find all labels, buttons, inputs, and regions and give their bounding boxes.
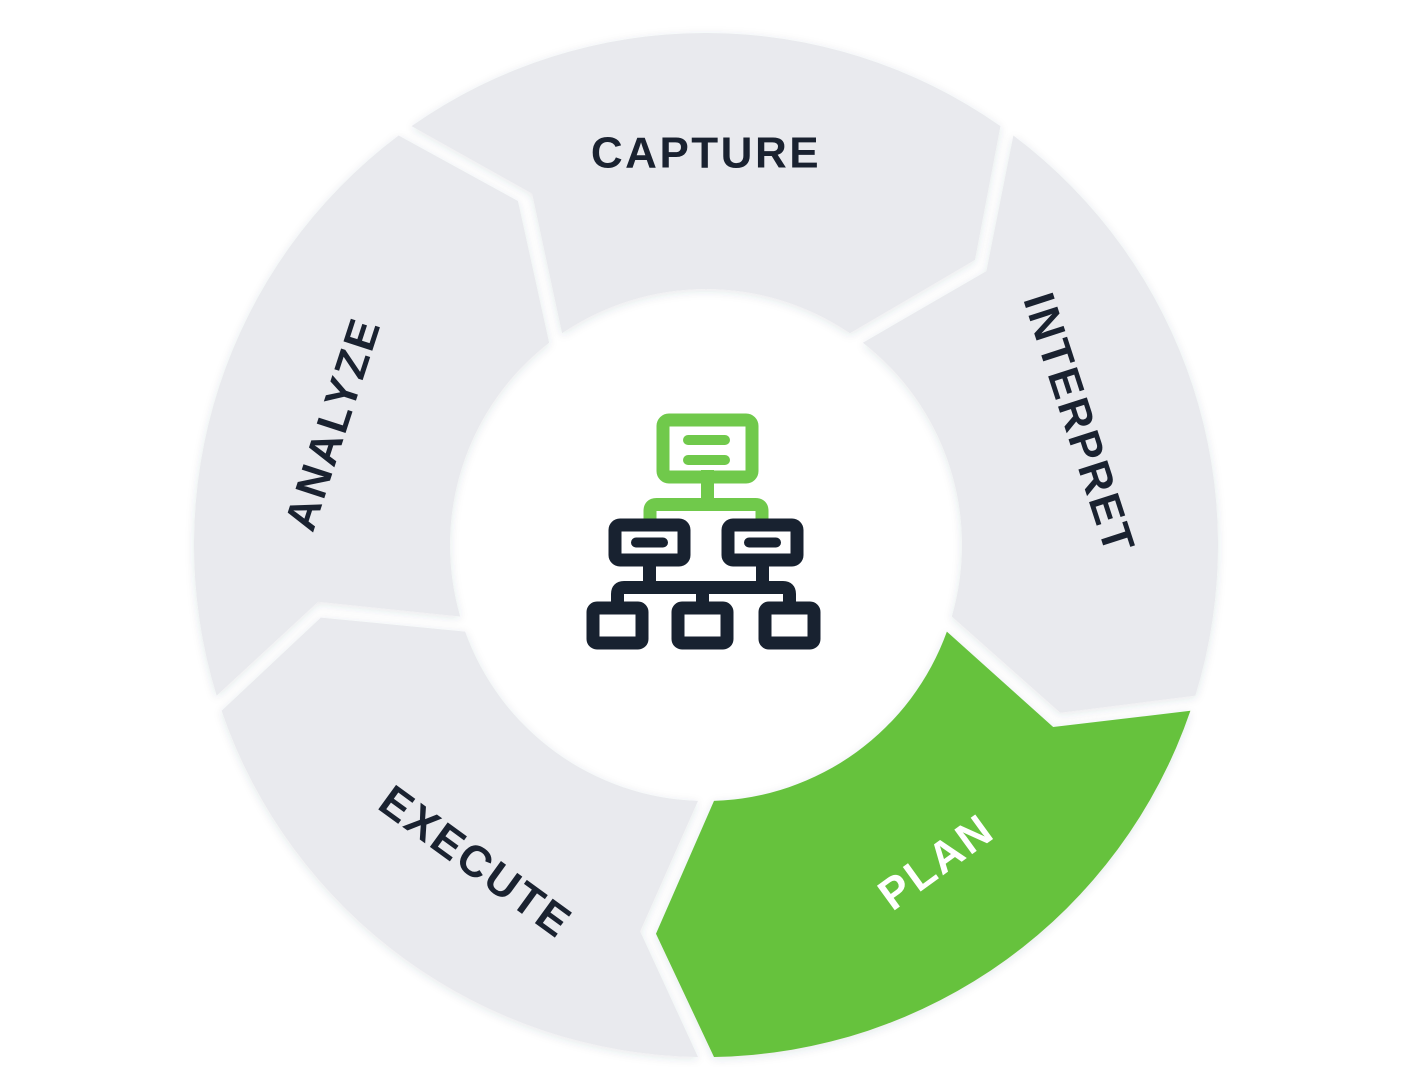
sitemap-icon — [586, 413, 821, 650]
segment-execute — [221, 617, 698, 1057]
segment-analyze — [194, 135, 550, 696]
segment-interpret — [862, 135, 1218, 713]
segment-plan-highlighted — [655, 631, 1191, 1057]
sitemap-root-node — [656, 413, 759, 484]
segment-capture — [411, 32, 1001, 334]
sitemap-leaf-node-3 — [758, 601, 821, 650]
wheel-segments — [194, 32, 1218, 1057]
sitemap-root-connector — [643, 470, 769, 519]
segment-label-capture: CAPTURE — [591, 129, 821, 178]
sitemap-leaf-node-1 — [586, 601, 649, 650]
sitemap-lower-connector — [611, 558, 796, 602]
sitemap-leaf-node-2 — [671, 601, 734, 650]
